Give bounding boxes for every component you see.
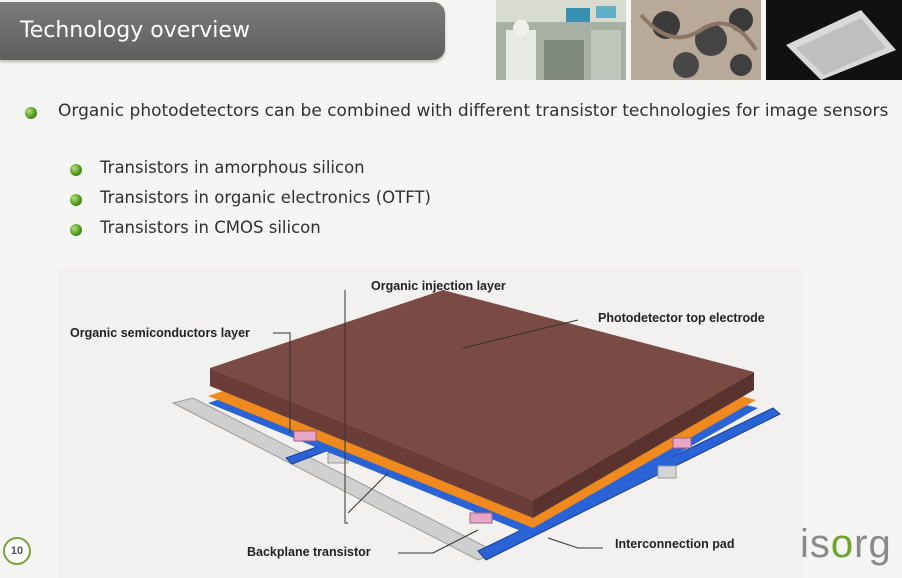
label-backplane-transistor: Backplane transistor	[247, 545, 371, 559]
bullet-icon	[70, 224, 82, 236]
title-bar: Technology overview	[0, 2, 445, 60]
sensor-photo	[766, 0, 902, 80]
main-bullet-text: Organic photodetectors can be combined w…	[58, 101, 889, 121]
logo-prefix: is	[800, 522, 831, 566]
page-number: 10	[3, 537, 31, 565]
top-electrode-top	[210, 290, 754, 500]
isorg-logo: isorg	[800, 522, 892, 567]
lab-photo	[496, 0, 626, 80]
sub-bullet-text: Transistors in organic electronics (OTFT…	[100, 188, 431, 207]
page-title: Technology overview	[20, 18, 250, 43]
bullet-icon	[70, 164, 82, 176]
grey-pad	[657, 465, 677, 479]
sub-bullet-text: Transistors in amorphous silicon	[100, 158, 365, 177]
logo-o: o	[830, 522, 855, 566]
transistor-pad	[293, 430, 317, 442]
label-photodetector-top-electrode: Photodetector top electrode	[598, 311, 765, 325]
bullet-icon	[25, 107, 37, 119]
top-electrode-front	[210, 368, 533, 518]
label-organic-semiconductors-layer: Organic semiconductors layer	[70, 326, 250, 340]
sensor-stack-diagram: Organic injection layer Photodetector to…	[58, 268, 803, 578]
bullet-icon	[70, 194, 82, 206]
label-organic-injection-layer: Organic injection layer	[371, 279, 506, 293]
logo-suffix: rg	[854, 522, 892, 566]
transistor-pad	[672, 437, 692, 449]
cells-photo	[631, 0, 761, 80]
label-interconnection-pad: Interconnection pad	[615, 537, 734, 551]
transistor-pad	[469, 512, 493, 524]
top-electrode-right	[533, 372, 754, 518]
sub-bullet-text: Transistors in CMOS silicon	[100, 218, 321, 237]
